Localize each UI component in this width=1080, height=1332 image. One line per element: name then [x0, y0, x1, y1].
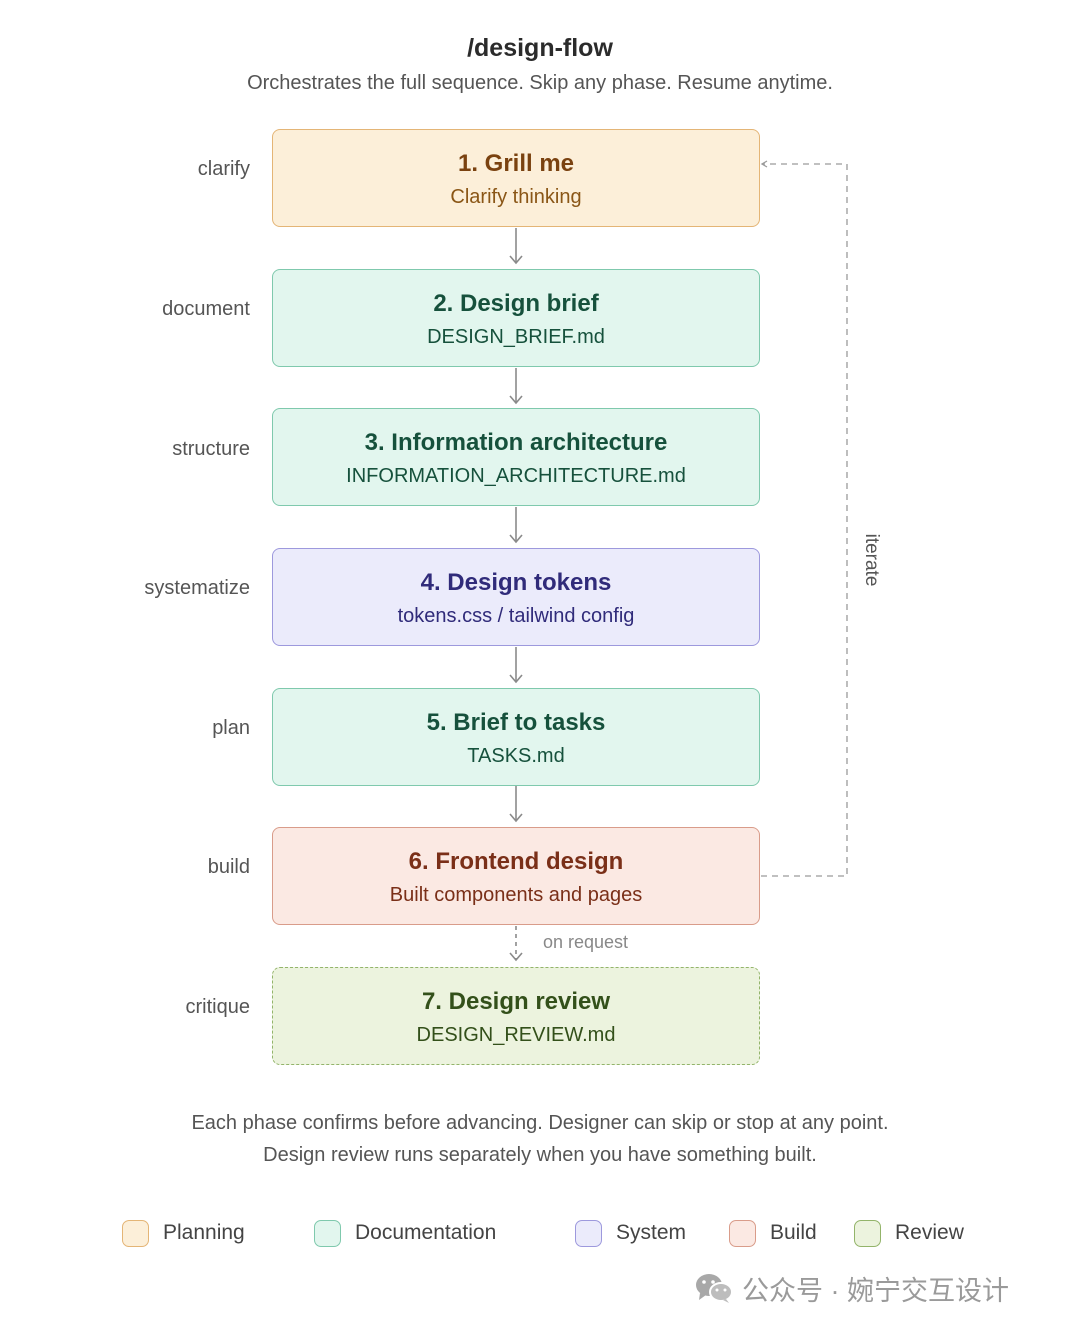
watermark-text: 公众号 · 婉宁交互设计: [742, 1275, 1009, 1306]
iterate-loop: [760, 160, 848, 877]
stage-label-critique: critique: [185, 996, 250, 1018]
phase-detail: DESIGN_BRIEF.md: [427, 326, 605, 348]
phase-detail: TASKS.md: [467, 745, 565, 767]
phase-name: 6. Frontend design: [408, 848, 624, 875]
arrow-1-to-2: [509, 228, 523, 265]
legend-item-documentation: Documentation: [314, 1218, 496, 1248]
phase-box-grill-me: 1. Grill me Clarify thinking: [272, 129, 760, 227]
stage-label-systematize: systematize: [144, 577, 250, 599]
legend-item-planning: Planning: [122, 1218, 245, 1248]
diagram-title: /design-flow: [467, 34, 613, 62]
stage-label-build: build: [207, 856, 250, 878]
arrow-3-to-4: [509, 507, 523, 544]
stage-label-plan: plan: [212, 717, 250, 739]
stage-label-structure: structure: [172, 438, 250, 460]
legend-swatch-review: [854, 1219, 881, 1247]
legend-item-build: Build: [729, 1218, 817, 1248]
legend-label: Documentation: [355, 1221, 497, 1244]
phase-name: 5. Brief to tasks: [426, 709, 606, 736]
footer-note-1: Each phase confirms before advancing. De…: [191, 1112, 889, 1134]
iterate-label: iterate: [861, 533, 882, 587]
on-request-label: on request: [543, 932, 629, 952]
arrow-4-to-5: [509, 647, 523, 684]
phase-box-frontend-design: 6. Frontend design Built components and …: [272, 827, 760, 925]
phase-box-information-architecture: 3. Information architecture INFORMATION_…: [272, 408, 760, 506]
phase-name: 7. Design review: [421, 988, 611, 1015]
phase-detail: INFORMATION_ARCHITECTURE.md: [346, 465, 686, 487]
wechat-icon: [696, 1274, 733, 1303]
phase-name: 2. Design brief: [433, 290, 599, 317]
phase-name: 1. Grill me: [457, 150, 575, 177]
arrow-2-to-3: [509, 368, 523, 405]
phase-name: 3. Information architecture: [364, 429, 668, 456]
watermark: 公众号 · 婉宁交互设计: [694, 1270, 1009, 1306]
legend-label: Review: [895, 1221, 964, 1244]
stage-label-clarify: clarify: [197, 158, 250, 180]
legend-swatch-planning: [122, 1219, 149, 1247]
phase-detail: Built components and pages: [389, 884, 643, 906]
phase-box-design-review: 7. Design review DESIGN_REVIEW.md: [272, 967, 760, 1065]
legend-item-review: Review: [854, 1218, 964, 1248]
phase-detail: tokens.css / tailwind config: [397, 605, 635, 627]
phase-detail: DESIGN_REVIEW.md: [416, 1024, 616, 1046]
legend-swatch-system: [575, 1219, 602, 1247]
legend-item-system: System: [575, 1218, 686, 1248]
phase-name: 4. Design tokens: [420, 569, 612, 596]
footer-note-2: Design review runs separately when you h…: [263, 1144, 817, 1166]
legend-swatch-build: [729, 1219, 756, 1247]
phase-box-brief-to-tasks: 5. Brief to tasks TASKS.md: [272, 688, 760, 786]
arrow-5-to-6: [509, 786, 523, 823]
diagram-subtitle: Orchestrates the full sequence. Skip any…: [247, 72, 833, 94]
stage-label-document: document: [162, 298, 250, 320]
legend-label: Build: [770, 1221, 817, 1244]
phase-detail: Clarify thinking: [450, 186, 582, 208]
phase-box-design-brief: 2. Design brief DESIGN_BRIEF.md: [272, 269, 760, 367]
legend-swatch-documentation: [314, 1219, 341, 1247]
legend-label: Planning: [163, 1221, 245, 1244]
arrow-6-to-7-on-request: [509, 926, 523, 962]
phase-box-design-tokens: 4. Design tokens tokens.css / tailwind c…: [272, 548, 760, 646]
legend-label: System: [616, 1221, 687, 1244]
